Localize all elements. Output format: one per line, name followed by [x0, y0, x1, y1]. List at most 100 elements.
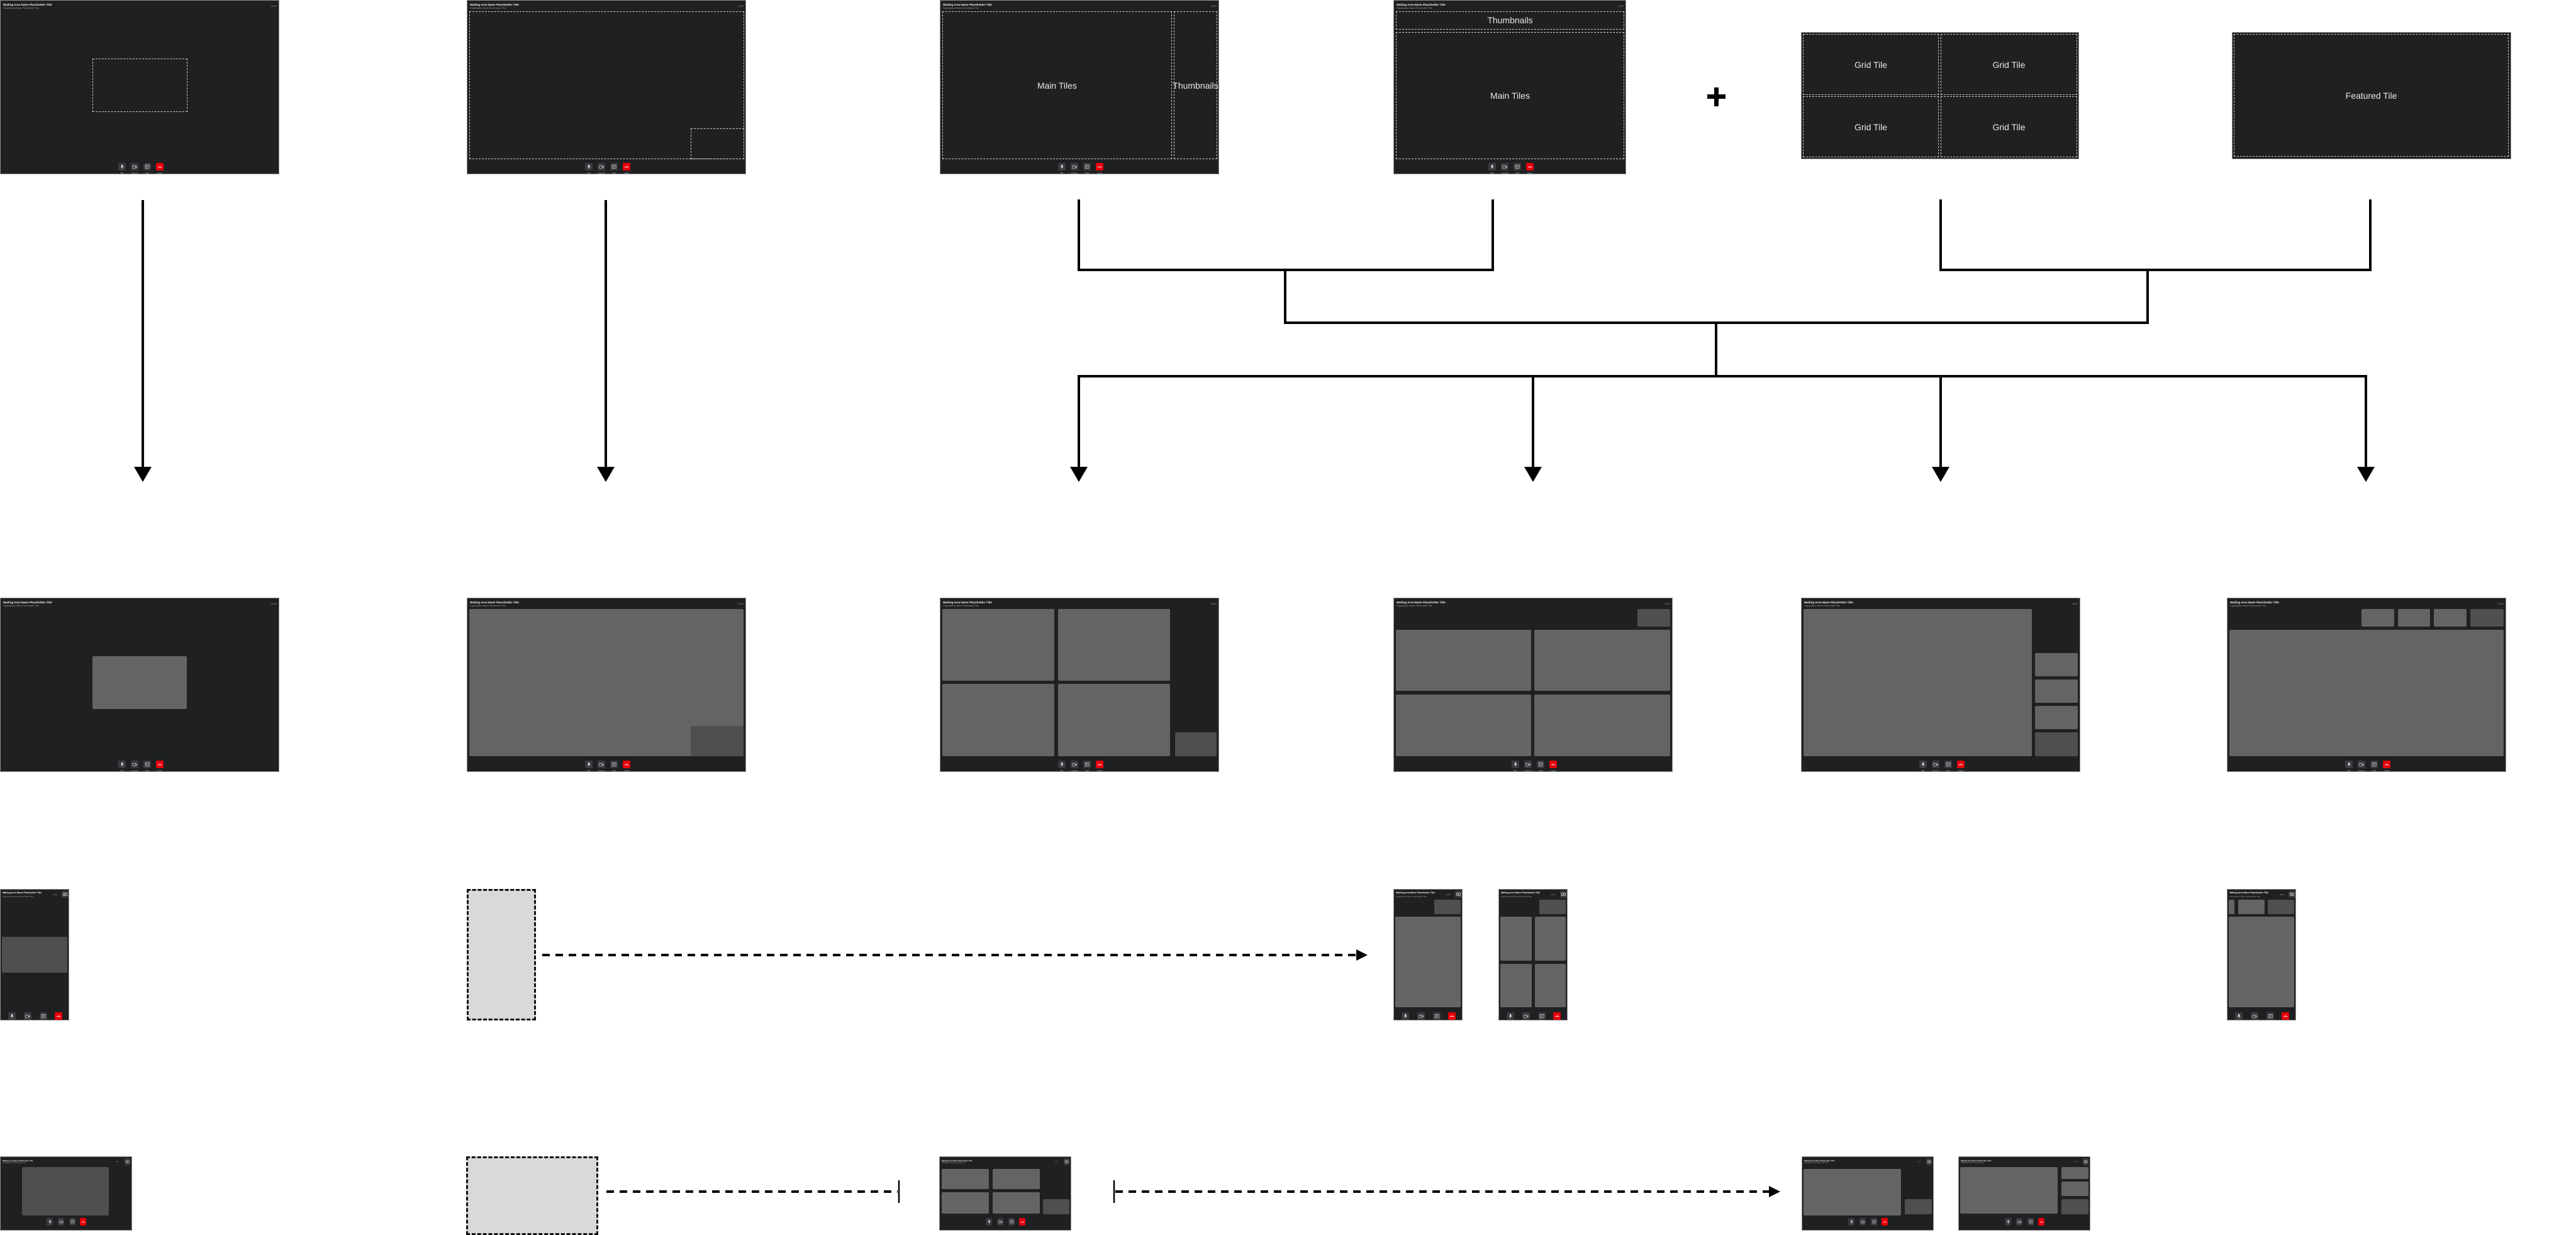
phone-hangup-icon [1957, 761, 1965, 768]
mic-button[interactable] [1848, 1218, 1854, 1226]
leave-button[interactable] [1526, 163, 1534, 170]
mic-button[interactable] [47, 1218, 53, 1226]
chat-button[interactable] [1537, 761, 1544, 768]
camera-label: Camera [598, 769, 605, 772]
layout-toggle-button[interactable] [125, 1158, 130, 1165]
featured-tile-label: Featured Tile [2345, 90, 2397, 101]
camera-button[interactable] [1522, 1012, 1530, 1020]
leave-button[interactable] [623, 163, 630, 170]
participant-tile [2229, 900, 2234, 915]
mic-button[interactable] [2235, 1012, 2243, 1020]
camera-button[interactable] [1071, 761, 1078, 768]
chat-button[interactable] [1083, 761, 1091, 768]
chat-button[interactable] [2267, 1012, 2274, 1020]
chat-icon [1537, 761, 1544, 768]
leave-button[interactable] [1882, 1218, 1888, 1226]
camera-button[interactable] [1932, 761, 1939, 768]
mic-button[interactable] [585, 163, 593, 170]
leave-button[interactable] [1957, 761, 1965, 768]
camera-button[interactable] [1417, 1012, 1425, 1020]
chat-button[interactable] [143, 163, 151, 170]
chat-button[interactable] [1538, 1012, 1546, 1020]
leave-button[interactable] [1019, 1218, 1025, 1226]
leave-button[interactable] [623, 761, 630, 768]
camera-button[interactable] [2358, 761, 2365, 768]
chat-button[interactable] [1514, 163, 1521, 170]
chat-button[interactable] [1433, 1012, 1441, 1020]
chat-button[interactable] [610, 163, 618, 170]
camera-icon [997, 1218, 1003, 1226]
chat-button[interactable] [1871, 1218, 1877, 1226]
camera-button[interactable] [598, 761, 605, 768]
chat-button[interactable] [143, 761, 151, 768]
leave-button[interactable] [156, 163, 164, 170]
mic-button[interactable] [1058, 761, 1066, 768]
call-title: Waiting Area Name Placeholder Title [1397, 3, 1446, 6]
layout-toggle-button[interactable] [1064, 1158, 1069, 1165]
mic-button[interactable] [1919, 761, 1927, 768]
mic-button[interactable] [2345, 761, 2353, 768]
layout-toggle-button[interactable] [62, 891, 69, 898]
layout-toggle-button[interactable] [1560, 891, 1567, 898]
leave-button[interactable] [80, 1218, 86, 1226]
camera-button[interactable] [24, 1012, 31, 1020]
layout-toggle-icon [1561, 891, 1566, 897]
mic-button[interactable] [1402, 1012, 1409, 1020]
chat-button[interactable] [610, 761, 618, 768]
chat-icon [1083, 163, 1091, 170]
call-title: Waiting Area Name Placeholder Title [3, 601, 52, 604]
chat-icon [1871, 1218, 1877, 1226]
leave-button[interactable] [2383, 761, 2390, 768]
layout-toggle-button[interactable] [1455, 891, 1462, 898]
chat-button[interactable] [1008, 1218, 1015, 1226]
arrowhead [2357, 467, 2375, 482]
leave-button[interactable] [1096, 163, 1103, 170]
mic-icon [2235, 1012, 2243, 1020]
camera-button[interactable] [997, 1218, 1003, 1226]
mic-button[interactable] [585, 761, 593, 768]
camera-button[interactable] [58, 1218, 64, 1226]
mic-button[interactable] [1488, 163, 1496, 170]
chat-button[interactable] [69, 1218, 75, 1226]
layout-toggle-button[interactable] [2083, 1158, 2088, 1165]
mic-button[interactable] [8, 1012, 16, 1020]
leave-button[interactable] [1096, 761, 1103, 768]
camera-button[interactable] [2251, 1012, 2258, 1020]
mic-button[interactable] [118, 163, 126, 170]
camera-button[interactable] [1071, 163, 1078, 170]
layout-toggle-button[interactable] [2289, 891, 2295, 898]
camera-button[interactable] [1501, 163, 1508, 170]
leave-button[interactable] [1549, 761, 1557, 768]
thumbnails-label: Thumbnails [1173, 80, 1218, 91]
chat-label: Chat [1084, 172, 1090, 174]
chat-button[interactable] [1083, 163, 1091, 170]
layout-toggle-button[interactable] [1926, 1158, 1932, 1165]
leave-button[interactable] [156, 761, 164, 768]
mic-button[interactable] [2005, 1218, 2011, 1226]
leave-button[interactable] [1553, 1012, 1561, 1020]
camera-button[interactable] [131, 163, 138, 170]
chat-button[interactable] [1944, 761, 1952, 768]
mic-button[interactable] [1058, 163, 1066, 170]
leave-button[interactable] [1448, 1012, 1456, 1020]
chat-button[interactable] [40, 1012, 47, 1020]
camera-button[interactable] [2016, 1218, 2022, 1226]
chat-button[interactable] [2027, 1218, 2034, 1226]
leave-button[interactable] [2038, 1218, 2044, 1226]
mic-button[interactable] [1507, 1012, 1514, 1020]
mic-button[interactable] [1512, 761, 1519, 768]
participant-tile [2361, 609, 2394, 627]
camera-button[interactable] [1524, 761, 1532, 768]
mic-button[interactable] [118, 761, 126, 768]
chat-button[interactable] [2370, 761, 2378, 768]
mic-button[interactable] [986, 1218, 992, 1226]
camera-button[interactable] [1860, 1218, 1866, 1226]
camera-button[interactable] [131, 761, 138, 768]
leave-button[interactable] [2282, 1012, 2289, 1020]
camera-button[interactable] [598, 163, 605, 170]
call-title: Waiting Area Name Placeholder Title [943, 601, 992, 604]
chat-icon [610, 163, 618, 170]
leave-button[interactable] [55, 1012, 62, 1020]
